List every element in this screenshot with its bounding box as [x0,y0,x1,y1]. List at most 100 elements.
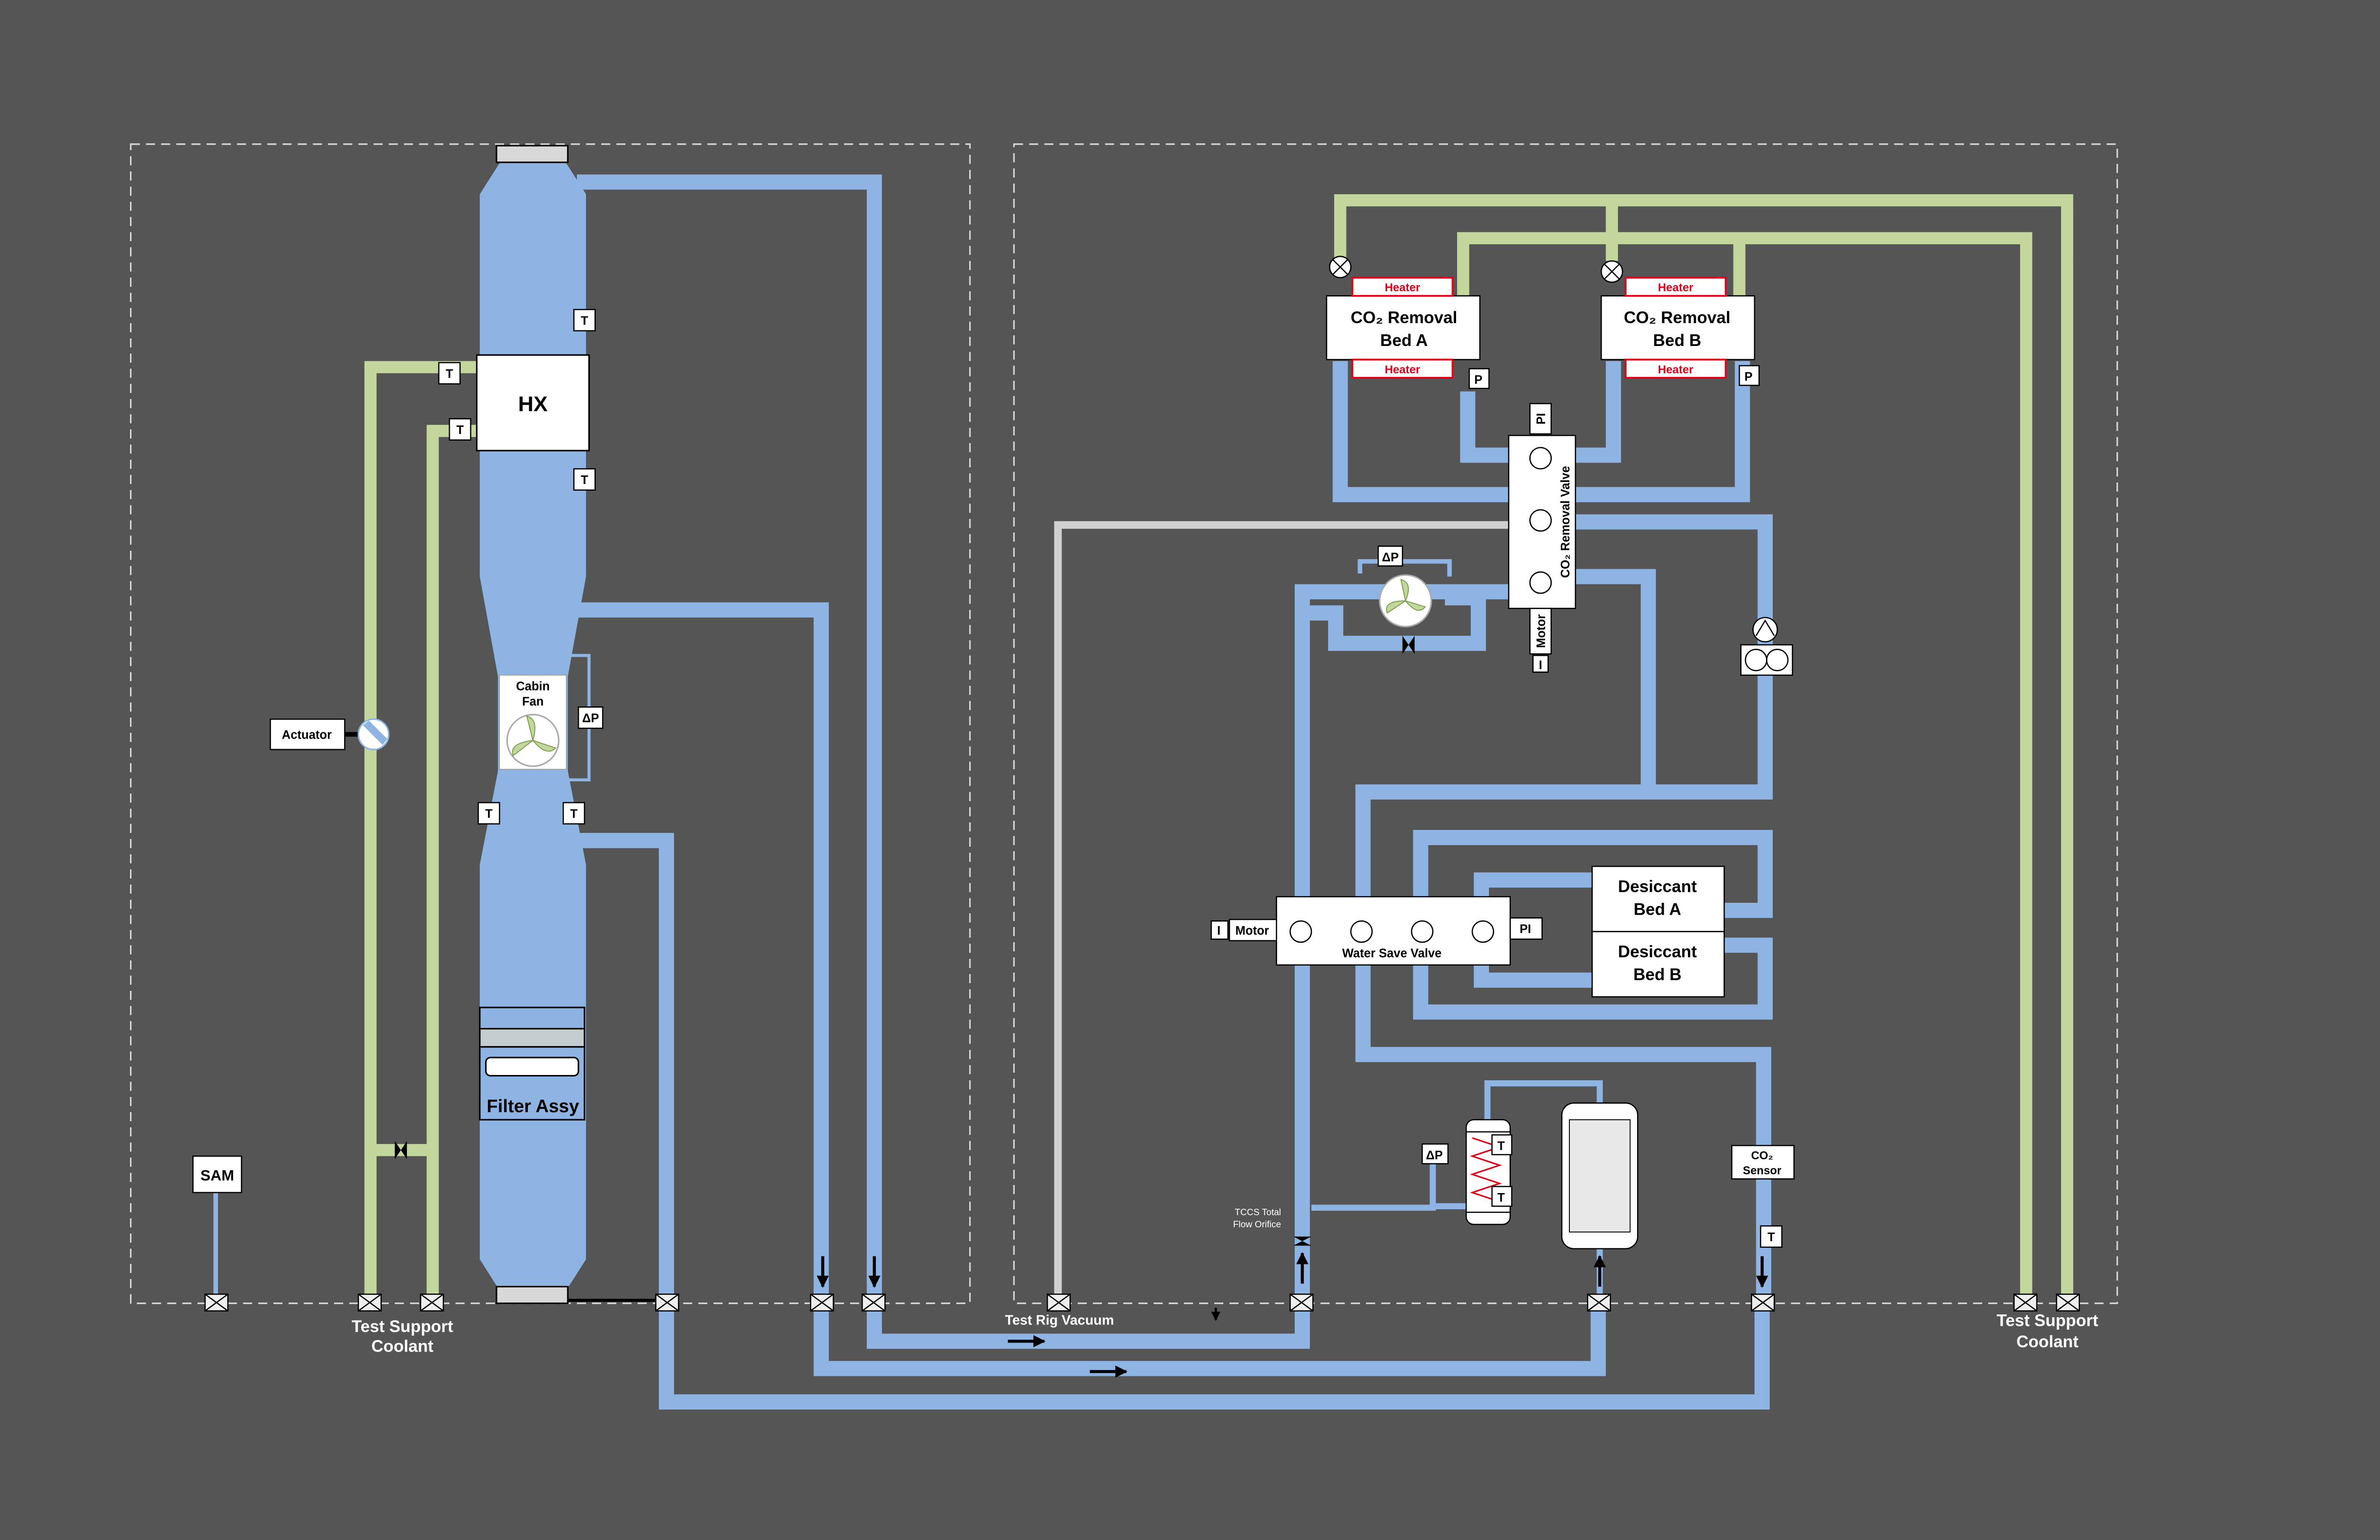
t-sensor: T [573,468,596,491]
motor-box: Motor [1529,608,1552,655]
test-support-coolant-left-1: Test Support [352,1317,454,1336]
svg-text:P: P [1745,370,1753,384]
desiccant-bed-b: Desiccant Bed B [1591,931,1725,997]
svg-text:P: P [1474,374,1482,387]
connector-icon [1751,1293,1775,1312]
tccs-label-2: Flow Orifice [1233,1220,1281,1230]
svg-text:T: T [456,424,464,437]
test-rig-vacuum-line [1054,521,1509,1302]
test-support-coolant-right-1: Test Support [1997,1311,2099,1330]
t-sensor: T [1491,1134,1513,1155]
right-enclosure [1013,143,2118,1304]
svg-text:Heater: Heater [1658,363,1693,376]
water-save-valve: Water Save Valve [1276,896,1511,966]
co2-bed-a-label-1: CO₂ Removal [1351,308,1458,327]
sam-label: SAM [200,1166,234,1184]
actuator: Actuator [269,718,390,750]
pump-icon [1740,617,1793,676]
svg-text:I: I [1539,659,1542,672]
pi-sensor: PI [1509,917,1543,940]
t-sensor: T [1760,1225,1783,1248]
heater: Heater [1351,358,1454,379]
connector-icon [357,1293,382,1312]
svg-text:T: T [581,474,588,487]
svg-text:T: T [1497,1191,1505,1204]
co2-removal-bed-a: CO₂ Removal Bed A [1326,295,1481,360]
tank [1561,1102,1638,1250]
coolant-valve-icon [1600,260,1623,283]
svg-text:T: T [485,807,493,820]
cabin-fan: Cabin Fan [499,674,567,770]
coolant-valve-icon [1329,256,1352,278]
t-sensor: T [477,802,500,825]
test-rig-vacuum-label: Test Rig Vacuum [1005,1313,1114,1328]
water-save-valve-label: Water Save Valve [1342,947,1442,960]
svg-text:ΔP: ΔP [582,712,599,725]
connector-icon [2056,1293,2080,1312]
p-sensor: P [1738,365,1760,386]
co2-sensor-label-2: Sensor [1743,1165,1781,1177]
svg-text:T: T [446,367,453,381]
pi-sensor: PI [1529,403,1552,435]
desiccant-bed-b-label-1: Desiccant [1618,943,1697,961]
co2-bed-a-label-2: Bed A [1380,331,1428,350]
dp-sensor: ΔP [1378,545,1403,567]
t-sensor: T [438,362,461,385]
svg-text:Heater: Heater [1658,281,1693,294]
svg-text:T: T [1497,1140,1505,1153]
svg-text:Heater: Heater [1385,363,1420,376]
svg-text:Motor: Motor [1535,614,1548,648]
svg-text:T: T [581,314,588,327]
svg-text:PI: PI [1535,413,1548,424]
filter-assy: Filter Assy [479,1007,585,1121]
coolant-lines-left [364,361,477,1302]
connector-icon [2013,1293,2038,1312]
tccs-orifice-icon [1293,1236,1312,1246]
svg-text:PI: PI [1520,923,1531,936]
connector-icon [810,1293,834,1312]
actuator-label: Actuator [282,729,332,742]
cabin-fan-label-2: Fan [522,695,544,709]
motor-box: Motor [1229,918,1278,941]
heater: Heater [1625,276,1727,297]
svg-text:Heater: Heater [1385,281,1420,294]
t-sensor: T [573,309,596,332]
svg-text:I: I [1217,924,1220,938]
connector-icon [655,1293,679,1312]
coolant-bypass-valve-icon [395,1141,407,1159]
t-sensor: T [563,802,585,825]
svg-text:Motor: Motor [1235,924,1269,938]
filter-assy-label: Filter Assy [486,1096,579,1116]
connector-icon [862,1293,886,1312]
desiccant-bed-a: Desiccant Bed A [1591,866,1725,932]
cabin-fan-label-1: Cabin [516,680,550,693]
coolant-lines-right [1334,194,2073,1302]
svg-text:ΔP: ΔP [1382,551,1398,564]
co2-removal-bed-b: CO₂ Removal Bed B [1600,295,1755,360]
heater: Heater [1625,358,1727,379]
co2-sensor: CO₂ Sensor [1731,1145,1795,1180]
heater: Heater [1351,276,1454,297]
flow-arrows [816,1252,1768,1378]
svg-text:ΔP: ΔP [1426,1149,1443,1162]
co2-removal-valve-label: CO₂ Removal Valve [1559,466,1572,578]
sam-box: SAM [192,1155,242,1194]
heater-ducts [1311,1080,1603,1302]
dp-sensor: ΔP [1421,1143,1449,1165]
connector-icon [204,1293,228,1312]
i-sensor: I [1210,920,1229,940]
column-top-cap [496,145,569,163]
connector-icon [1047,1293,1071,1312]
hx-block: HX [476,354,590,452]
co2-sensor-label-1: CO₂ [1751,1149,1773,1162]
column-bottom-cap [496,1285,569,1304]
desiccant-bed-b-label-2: Bed B [1633,966,1681,984]
co2-bed-b-label-1: CO₂ Removal [1624,308,1730,327]
t-sensor: T [1491,1185,1513,1207]
connector-icon [420,1293,444,1312]
svg-text:T: T [1767,1231,1775,1244]
desiccant-bed-a-label-1: Desiccant [1618,878,1697,896]
hx-label: HX [518,393,548,416]
connector-icon [1289,1293,1314,1312]
